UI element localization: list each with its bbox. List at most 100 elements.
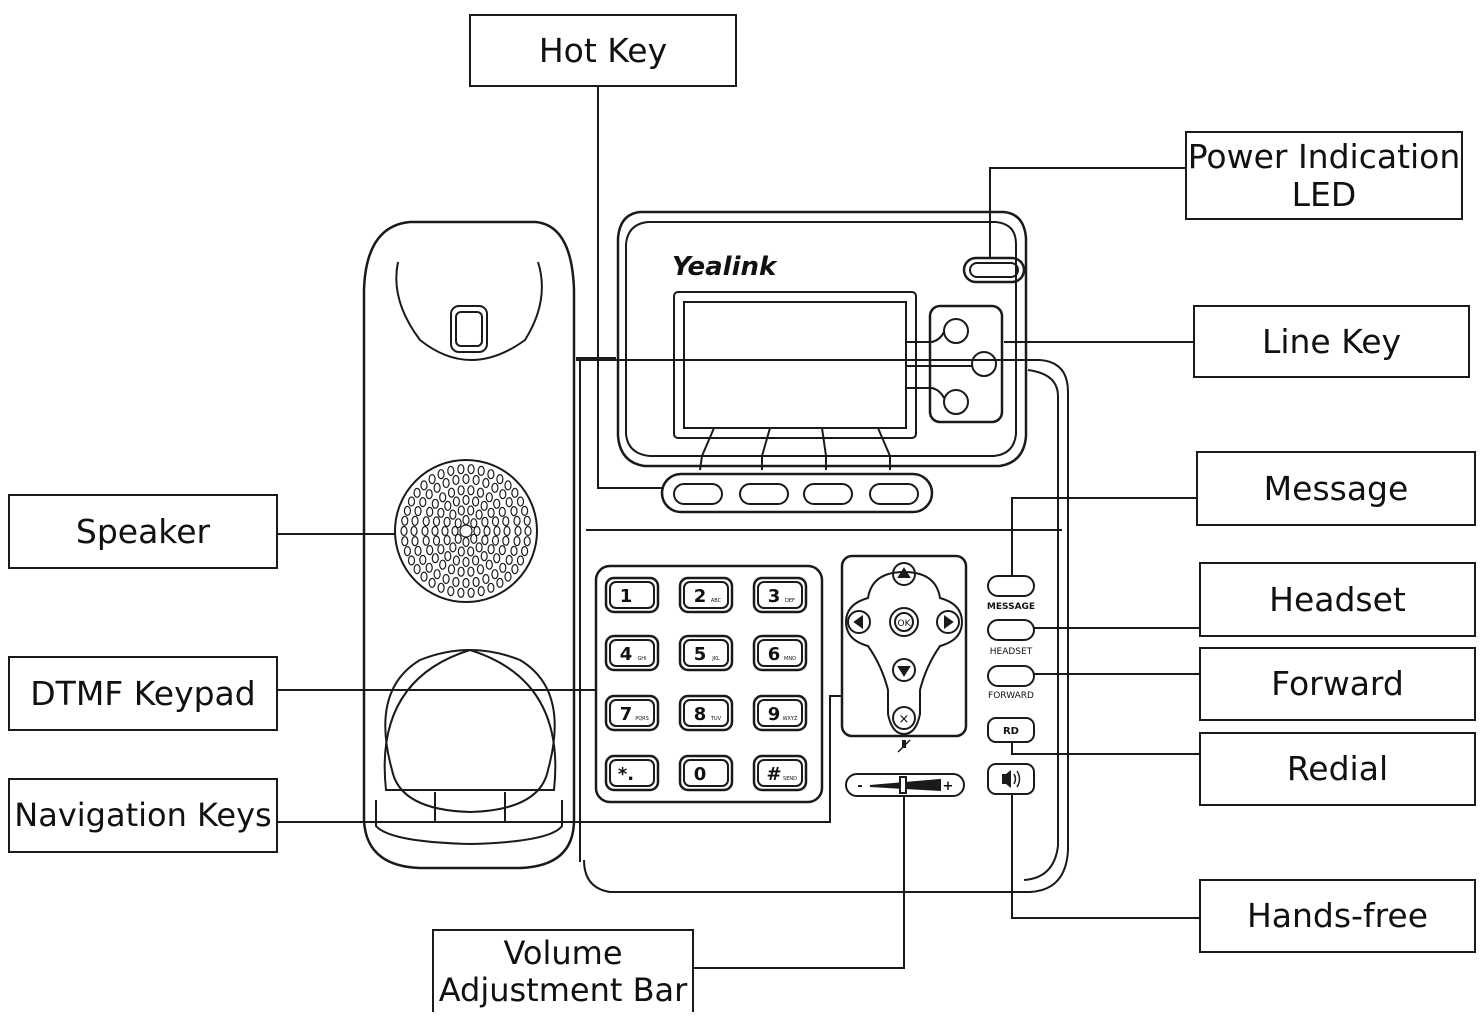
- handset-clip: [450, 305, 488, 353]
- keypad-key-1[interactable]: 1: [604, 576, 660, 614]
- keypad-digit: 3: [768, 586, 781, 607]
- handset: [362, 220, 576, 870]
- forward-key-label: FORWARD: [988, 691, 1034, 701]
- nav-right-key[interactable]: [936, 610, 960, 634]
- speaker-hole: [442, 477, 450, 489]
- speaker-hole: [472, 555, 480, 566]
- speaker-hole: [491, 516, 500, 527]
- speaker-hole: [444, 500, 452, 511]
- speaker-hole: [477, 465, 485, 476]
- softkey-4[interactable]: [869, 483, 919, 505]
- speaker-hole: [467, 505, 475, 516]
- speaker-hole: [449, 509, 457, 520]
- line-key-2[interactable]: [971, 351, 997, 377]
- keypad-digit: 1: [620, 586, 633, 607]
- keypad-digit: 2: [694, 586, 707, 607]
- speaker-hole: [443, 516, 451, 528]
- softkey-3[interactable]: [803, 483, 853, 505]
- speaker-icon: [1002, 770, 1021, 788]
- cancel-key[interactable]: [892, 706, 916, 730]
- speaker-hole: [472, 474, 480, 486]
- line-key-1[interactable]: [943, 318, 969, 344]
- forward-key[interactable]: [987, 665, 1035, 687]
- speaker-hole: [503, 525, 511, 537]
- keypad-letters: JKL: [711, 656, 720, 662]
- speaker-hole: [470, 518, 478, 529]
- softkey-2[interactable]: [739, 483, 789, 505]
- speaker-hole: [491, 535, 500, 546]
- speaker-hole: [452, 555, 460, 566]
- speaker-hole: [452, 496, 460, 507]
- keypad-letters: MNO: [784, 656, 796, 662]
- callout-power-led-line2: LED: [1291, 174, 1357, 214]
- nav-down-key[interactable]: [892, 658, 916, 682]
- message-key[interactable]: [987, 575, 1035, 597]
- speaker-hole: [457, 505, 465, 516]
- speaker-hole: [482, 573, 490, 585]
- speaker-hole: [437, 582, 445, 593]
- volume-bar[interactable]: - +: [845, 773, 965, 797]
- speaker-hole: [454, 533, 462, 544]
- callout-dtmf-keypad-label: DTMF Keypad: [30, 673, 256, 713]
- speaker-hole: [411, 515, 419, 527]
- speaker-hole: [493, 525, 501, 537]
- speaker-hole: [407, 555, 416, 566]
- keypad-key-star[interactable]: *.: [604, 754, 660, 792]
- speaker-hole: [467, 587, 475, 598]
- brand-logo: Yealink: [672, 252, 778, 282]
- headset-key[interactable]: [987, 619, 1035, 641]
- speaker-hole: [419, 554, 427, 566]
- speaker-hole: [426, 506, 434, 517]
- line-key-3[interactable]: [943, 389, 969, 415]
- speaker-hole: [441, 525, 449, 537]
- ok-key[interactable]: [889, 607, 919, 637]
- speaker-hole: [475, 509, 483, 520]
- speaker-hole: [493, 498, 501, 509]
- callout-volume-bar: Volume Adjustment Bar: [432, 929, 694, 1012]
- callout-speaker: Speaker: [8, 494, 278, 569]
- speaker-hole: [476, 564, 485, 575]
- speaker-hole: [481, 516, 489, 528]
- lcd-screen: [673, 291, 917, 439]
- speaker-hole: [496, 577, 504, 589]
- speaker-hole: [483, 525, 491, 537]
- keypad-digit: 9: [768, 704, 781, 725]
- speaker-hole: [467, 566, 475, 577]
- callout-headset-label: Headset: [1269, 579, 1406, 619]
- volume-minus-label: -: [857, 779, 862, 794]
- speaker-hole: [457, 566, 465, 577]
- keypad-letters: DEF: [785, 598, 795, 604]
- callout-volume-bar-line1: Volume: [503, 933, 623, 972]
- keypad-letters: SEND: [783, 776, 797, 782]
- keypad-key-hash[interactable]: #SEND: [752, 754, 808, 792]
- speaker-hole: [425, 562, 433, 573]
- triangle-right-icon: [944, 615, 954, 629]
- speaker-hole: [496, 474, 504, 485]
- nav-up-key[interactable]: [892, 562, 916, 586]
- speaker-hole: [516, 555, 525, 566]
- leader-lines: [276, 86, 1199, 969]
- speaker-hole: [467, 485, 475, 496]
- speaker-hole: [502, 535, 510, 546]
- callout-redial-label: Redial: [1286, 749, 1389, 789]
- headset-key-label: HEADSET: [990, 647, 1033, 657]
- speaker-hole: [439, 559, 447, 570]
- keypad-key-0[interactable]: 0: [678, 754, 734, 792]
- ok-key-label: OK: [898, 619, 912, 629]
- speaker-hole: [425, 489, 433, 500]
- nav-left-key[interactable]: [847, 610, 871, 634]
- speaker-hole: [447, 564, 456, 575]
- speaker-hole: [449, 542, 457, 553]
- softkey-1[interactable]: [673, 483, 723, 505]
- triangle-down-icon: [897, 666, 911, 677]
- speaker-hole: [504, 480, 512, 491]
